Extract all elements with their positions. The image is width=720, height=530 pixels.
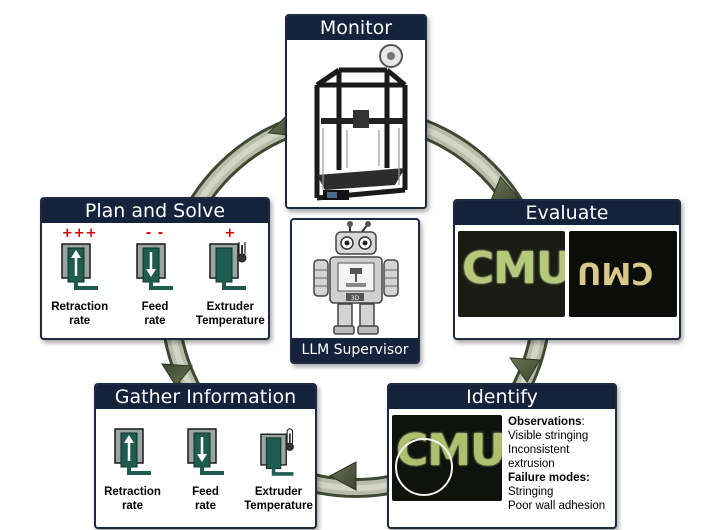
param-label-line1: Extruder bbox=[254, 486, 303, 498]
plan-box: Plan and Solve +++ Retraction rate - - bbox=[40, 197, 270, 340]
param-label-line2: rate bbox=[69, 315, 91, 327]
nozzle-thermometer-icon bbox=[259, 428, 294, 476]
param-label-line2: rate bbox=[121, 500, 144, 512]
failure-modes-label: Failure modes: bbox=[508, 472, 590, 484]
robot-badge: 3D bbox=[351, 295, 360, 302]
gather-box: Gather Information Retraction rate bbox=[94, 383, 317, 529]
identify-box: Identify CMU Observations: Visible strin… bbox=[387, 383, 617, 529]
evaluate-cmu-print-reversed: CMU bbox=[577, 255, 654, 290]
evaluate-box: Evaluate CMU CMU bbox=[453, 199, 681, 340]
param-change-sign: - - bbox=[145, 226, 165, 241]
param-label-line2: Temperature bbox=[244, 500, 313, 512]
param-label-line2: rate bbox=[194, 500, 217, 512]
arrow-to-identify bbox=[508, 357, 541, 383]
gather-title: Gather Information bbox=[96, 385, 315, 409]
param-change-sign: + bbox=[224, 226, 237, 241]
param-label-line1: Retraction bbox=[104, 486, 161, 498]
nozzle-arrow-up-icon bbox=[113, 428, 151, 475]
observation-item: extrusion bbox=[508, 458, 555, 470]
identify-cmu-print: CMU bbox=[396, 425, 502, 476]
observation-item: Visible stringing bbox=[508, 430, 589, 442]
evaluate-title: Evaluate bbox=[455, 201, 679, 225]
robot-icon: 3D bbox=[313, 221, 399, 335]
observations-text: Observations: Visible stringing Inconsis… bbox=[508, 415, 615, 513]
observation-item: Inconsistent bbox=[508, 444, 570, 456]
defect-highlight-circle bbox=[395, 438, 453, 496]
param-label-line1: Retraction bbox=[51, 301, 109, 313]
param-change-sign: +++ bbox=[61, 226, 98, 241]
plan-param-feed: - - Feed rate bbox=[117, 225, 192, 328]
gather-param-feed: Feed rate bbox=[169, 427, 242, 513]
observations-label: Observations bbox=[508, 416, 582, 428]
param-label-line1: Feed bbox=[192, 486, 219, 498]
gather-param-temperature: Extruder Temperature bbox=[242, 427, 315, 513]
identify-photo: CMU bbox=[392, 415, 502, 501]
supervisor-caption: LLM Supervisor bbox=[292, 338, 418, 362]
evaluate-photo-left: CMU bbox=[458, 231, 565, 317]
nozzle-thermometer-icon bbox=[209, 242, 247, 290]
nozzle-arrow-down-icon bbox=[186, 428, 224, 475]
plan-param-retraction: +++ Retraction rate bbox=[42, 225, 117, 328]
gather-param-retraction: Retraction rate bbox=[96, 427, 169, 513]
failure-mode-item: Poor wall adhesion bbox=[508, 500, 606, 512]
plan-param-temperature: + Extruder Temperature bbox=[193, 225, 268, 328]
nozzle-arrow-up-icon bbox=[60, 243, 98, 290]
arrow-to-gather bbox=[328, 461, 357, 491]
param-label-line1: Extruder bbox=[206, 301, 254, 313]
failure-mode-item: Stringing bbox=[508, 486, 554, 498]
param-label-line1: Feed bbox=[141, 301, 169, 313]
evaluate-photo-right: CMU bbox=[569, 231, 677, 317]
arrow-to-plan bbox=[161, 363, 193, 387]
param-label-line2: rate bbox=[144, 315, 166, 327]
supervisor-box: 3D LLM Supervisor bbox=[290, 218, 420, 364]
evaluate-cmu-print: CMU bbox=[462, 243, 565, 294]
nozzle-arrow-down-icon bbox=[136, 243, 173, 290]
param-label-line2: Temperature bbox=[195, 315, 265, 327]
printer-photo bbox=[287, 40, 425, 207]
monitor-title: Monitor bbox=[287, 16, 425, 40]
plan-title: Plan and Solve bbox=[42, 199, 268, 223]
monitor-box: Monitor bbox=[285, 14, 427, 209]
identify-title: Identify bbox=[389, 385, 615, 409]
